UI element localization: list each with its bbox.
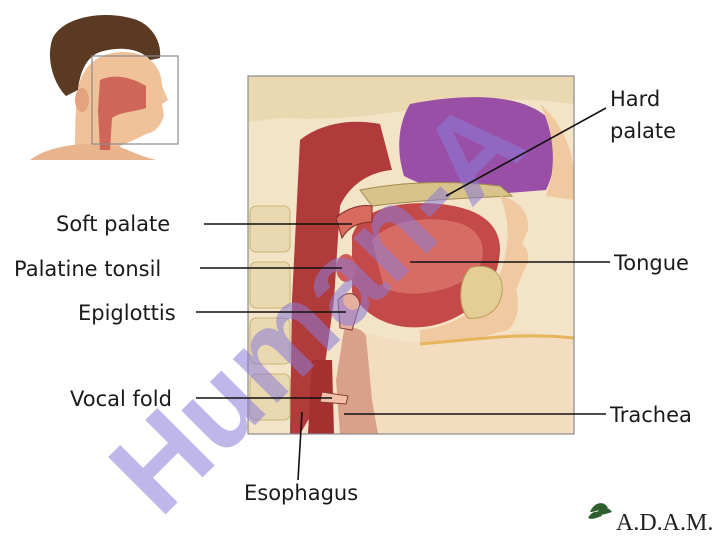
skull-bone (248, 76, 574, 122)
nose-tissue (540, 104, 574, 200)
face-profile (420, 196, 529, 346)
tongue-highlight (372, 219, 483, 294)
logo-text: A.D.A.M. (616, 510, 713, 536)
thumbnail-highlight-box (91, 55, 179, 145)
thumbnail-hair (49, 14, 161, 96)
label-hard-palate-line1: Hard (610, 87, 660, 111)
thumbnail-shoulders (30, 144, 156, 160)
main-panel (247, 75, 575, 435)
spine (249, 205, 291, 421)
label-palatine-tonsil: Palatine tonsil (14, 257, 161, 281)
neck-skin-edge (419, 334, 575, 346)
leader-lines (196, 107, 610, 481)
hard-palate-bone (359, 182, 514, 207)
nasal-cavity (399, 97, 556, 196)
trachea (336, 328, 378, 434)
head-thumbnail (30, 14, 179, 160)
adam-logo: A.D.A.M. (588, 503, 713, 536)
pharynx-wall (290, 121, 392, 435)
label-epiglottis: Epiglottis (78, 301, 176, 325)
thumbnail-airway (98, 76, 146, 150)
label-soft-palate: Soft palate (56, 212, 170, 236)
label-esophagus: Esophagus (244, 481, 358, 505)
epiglottis (337, 293, 361, 331)
label-trachea: Trachea (609, 403, 692, 427)
palatine-tonsil (336, 254, 356, 282)
leader-hard-palate (445, 107, 607, 197)
soft-palate (335, 205, 373, 240)
label-hard-palate-line2: palate (610, 119, 676, 143)
panel-border (247, 75, 575, 435)
labels: Hard palate Soft palate Palatine tonsil … (14, 87, 692, 505)
leader-esophagus (297, 411, 303, 481)
label-vocal-fold: Vocal fold (70, 387, 172, 411)
leaf-icon (588, 503, 612, 519)
neck-tissue (340, 330, 574, 434)
mandible (460, 265, 503, 319)
label-tongue: Tongue (613, 251, 689, 275)
thumbnail-ear (75, 88, 89, 112)
